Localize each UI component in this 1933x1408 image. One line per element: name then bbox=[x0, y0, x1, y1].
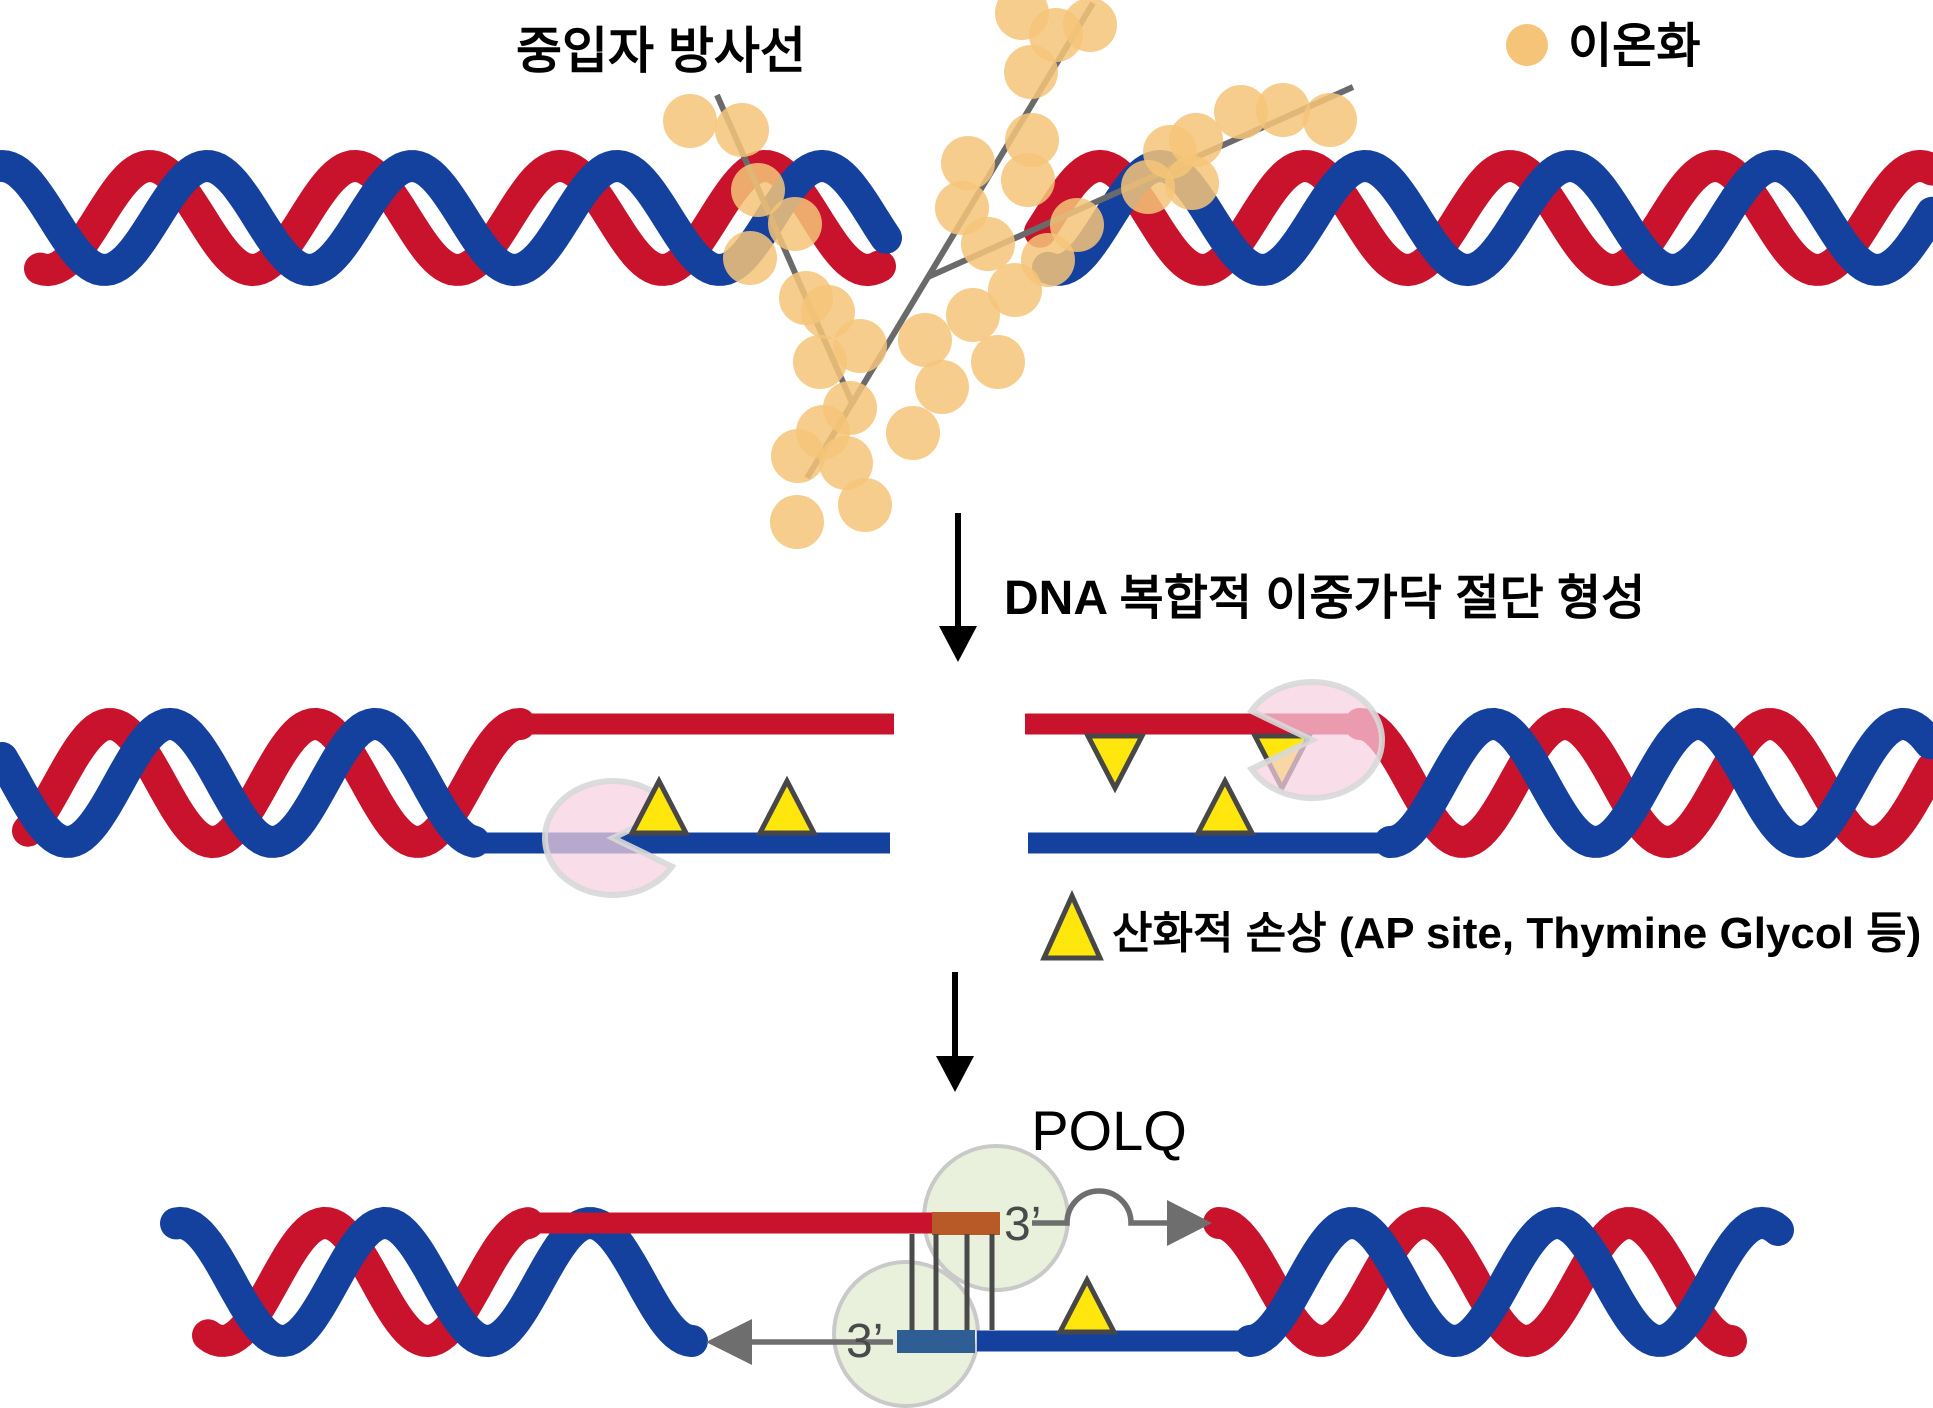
legend-ionization-dot bbox=[1506, 24, 1548, 66]
ionization-dot bbox=[715, 103, 769, 157]
ionization-dot bbox=[971, 335, 1025, 389]
ionization-dot bbox=[995, 0, 1049, 40]
ionization-dot bbox=[1169, 113, 1223, 167]
step-dsb-label: DNA 복합적 이중가닥 절단 형성 bbox=[1004, 572, 1645, 625]
ionization-dot bbox=[768, 197, 822, 251]
oxidative-damage-triangle-up bbox=[1193, 775, 1257, 836]
ionization-dot bbox=[1063, 0, 1117, 52]
ionization-dots-layer bbox=[663, 0, 1357, 549]
microhomology-blue-segment bbox=[897, 1330, 975, 1353]
ionization-dot bbox=[723, 231, 777, 285]
dna-strand-red-helix bbox=[1024, 149, 1933, 287]
synthesis-arrow-left-head bbox=[706, 1319, 752, 1365]
flow-arrow-head bbox=[939, 626, 977, 662]
synthesis-arrow-right-line bbox=[1032, 1188, 1168, 1226]
synthesis-arrow-right-head bbox=[1167, 1200, 1212, 1246]
ionization-dot bbox=[915, 360, 969, 414]
ionization-dot bbox=[731, 163, 785, 217]
ionization-dot bbox=[663, 94, 717, 148]
ionization-dot bbox=[1001, 153, 1055, 207]
synthesis-arrows-layer bbox=[706, 1188, 1212, 1365]
ionization-dot bbox=[961, 217, 1015, 271]
ionization-dot bbox=[770, 495, 824, 549]
legend-oxidative-triangle bbox=[1040, 889, 1104, 961]
title-heavy-ion-radiation: 중입자 방사선 bbox=[516, 23, 806, 79]
ionization-dot bbox=[1214, 85, 1268, 139]
repair-protein-over-layer bbox=[1246, 679, 1385, 801]
ionization-dot bbox=[771, 429, 825, 483]
dna-strand-blue-helix bbox=[0, 707, 490, 858]
dna-strand-blue-helix bbox=[1234, 1206, 1794, 1358]
oxidative-damage-triangle-up bbox=[1055, 1274, 1119, 1335]
flow-arrow-head bbox=[936, 1056, 974, 1092]
dna-strand-blue-helix bbox=[1374, 707, 1933, 858]
ionization-dot bbox=[1050, 198, 1104, 252]
ionization-dot bbox=[819, 436, 873, 490]
legend-oxidative-damage-label: 산화적 손상 (AP site, Thymine Glycol 등) bbox=[1112, 909, 1921, 958]
polq-label: POLQ bbox=[1031, 1099, 1187, 1162]
ionization-dot bbox=[1005, 113, 1059, 167]
ionization-dot bbox=[801, 285, 855, 339]
ionization-dot bbox=[898, 313, 952, 367]
dna-strand-red-helix bbox=[1203, 1206, 1747, 1358]
ionization-dot bbox=[941, 136, 995, 190]
ionization-dot bbox=[838, 478, 892, 532]
oxidative-damage-triangle-down bbox=[1083, 733, 1147, 794]
three-prime-label-bottom: 3’ bbox=[846, 1315, 883, 1368]
glycosylase-pacman bbox=[1246, 679, 1385, 801]
glycosylase-pacman bbox=[542, 778, 677, 898]
ionization-dot bbox=[1303, 93, 1357, 147]
base-pair-lines-layer bbox=[909, 1234, 995, 1330]
flow-arrows-layer bbox=[936, 513, 977, 1092]
three-prime-label-top: 3’ bbox=[1004, 1198, 1041, 1251]
ionization-dot bbox=[946, 288, 1000, 342]
legend-shapes-layer bbox=[1040, 24, 1548, 961]
dna-strands-layer bbox=[0, 149, 1933, 1358]
microhomology-red-segment bbox=[932, 1212, 1000, 1235]
repair-protein-under-layer bbox=[542, 778, 677, 898]
ionization-dot bbox=[1256, 83, 1310, 137]
ionization-dot bbox=[1165, 156, 1219, 210]
oxidative-damage-triangle-up bbox=[755, 775, 819, 836]
ionization-dot bbox=[793, 335, 847, 389]
legend-ionization-label: 이온화 bbox=[1568, 20, 1700, 73]
ionization-dot bbox=[886, 406, 940, 460]
oxidative-damage-triangle-up bbox=[627, 775, 691, 836]
